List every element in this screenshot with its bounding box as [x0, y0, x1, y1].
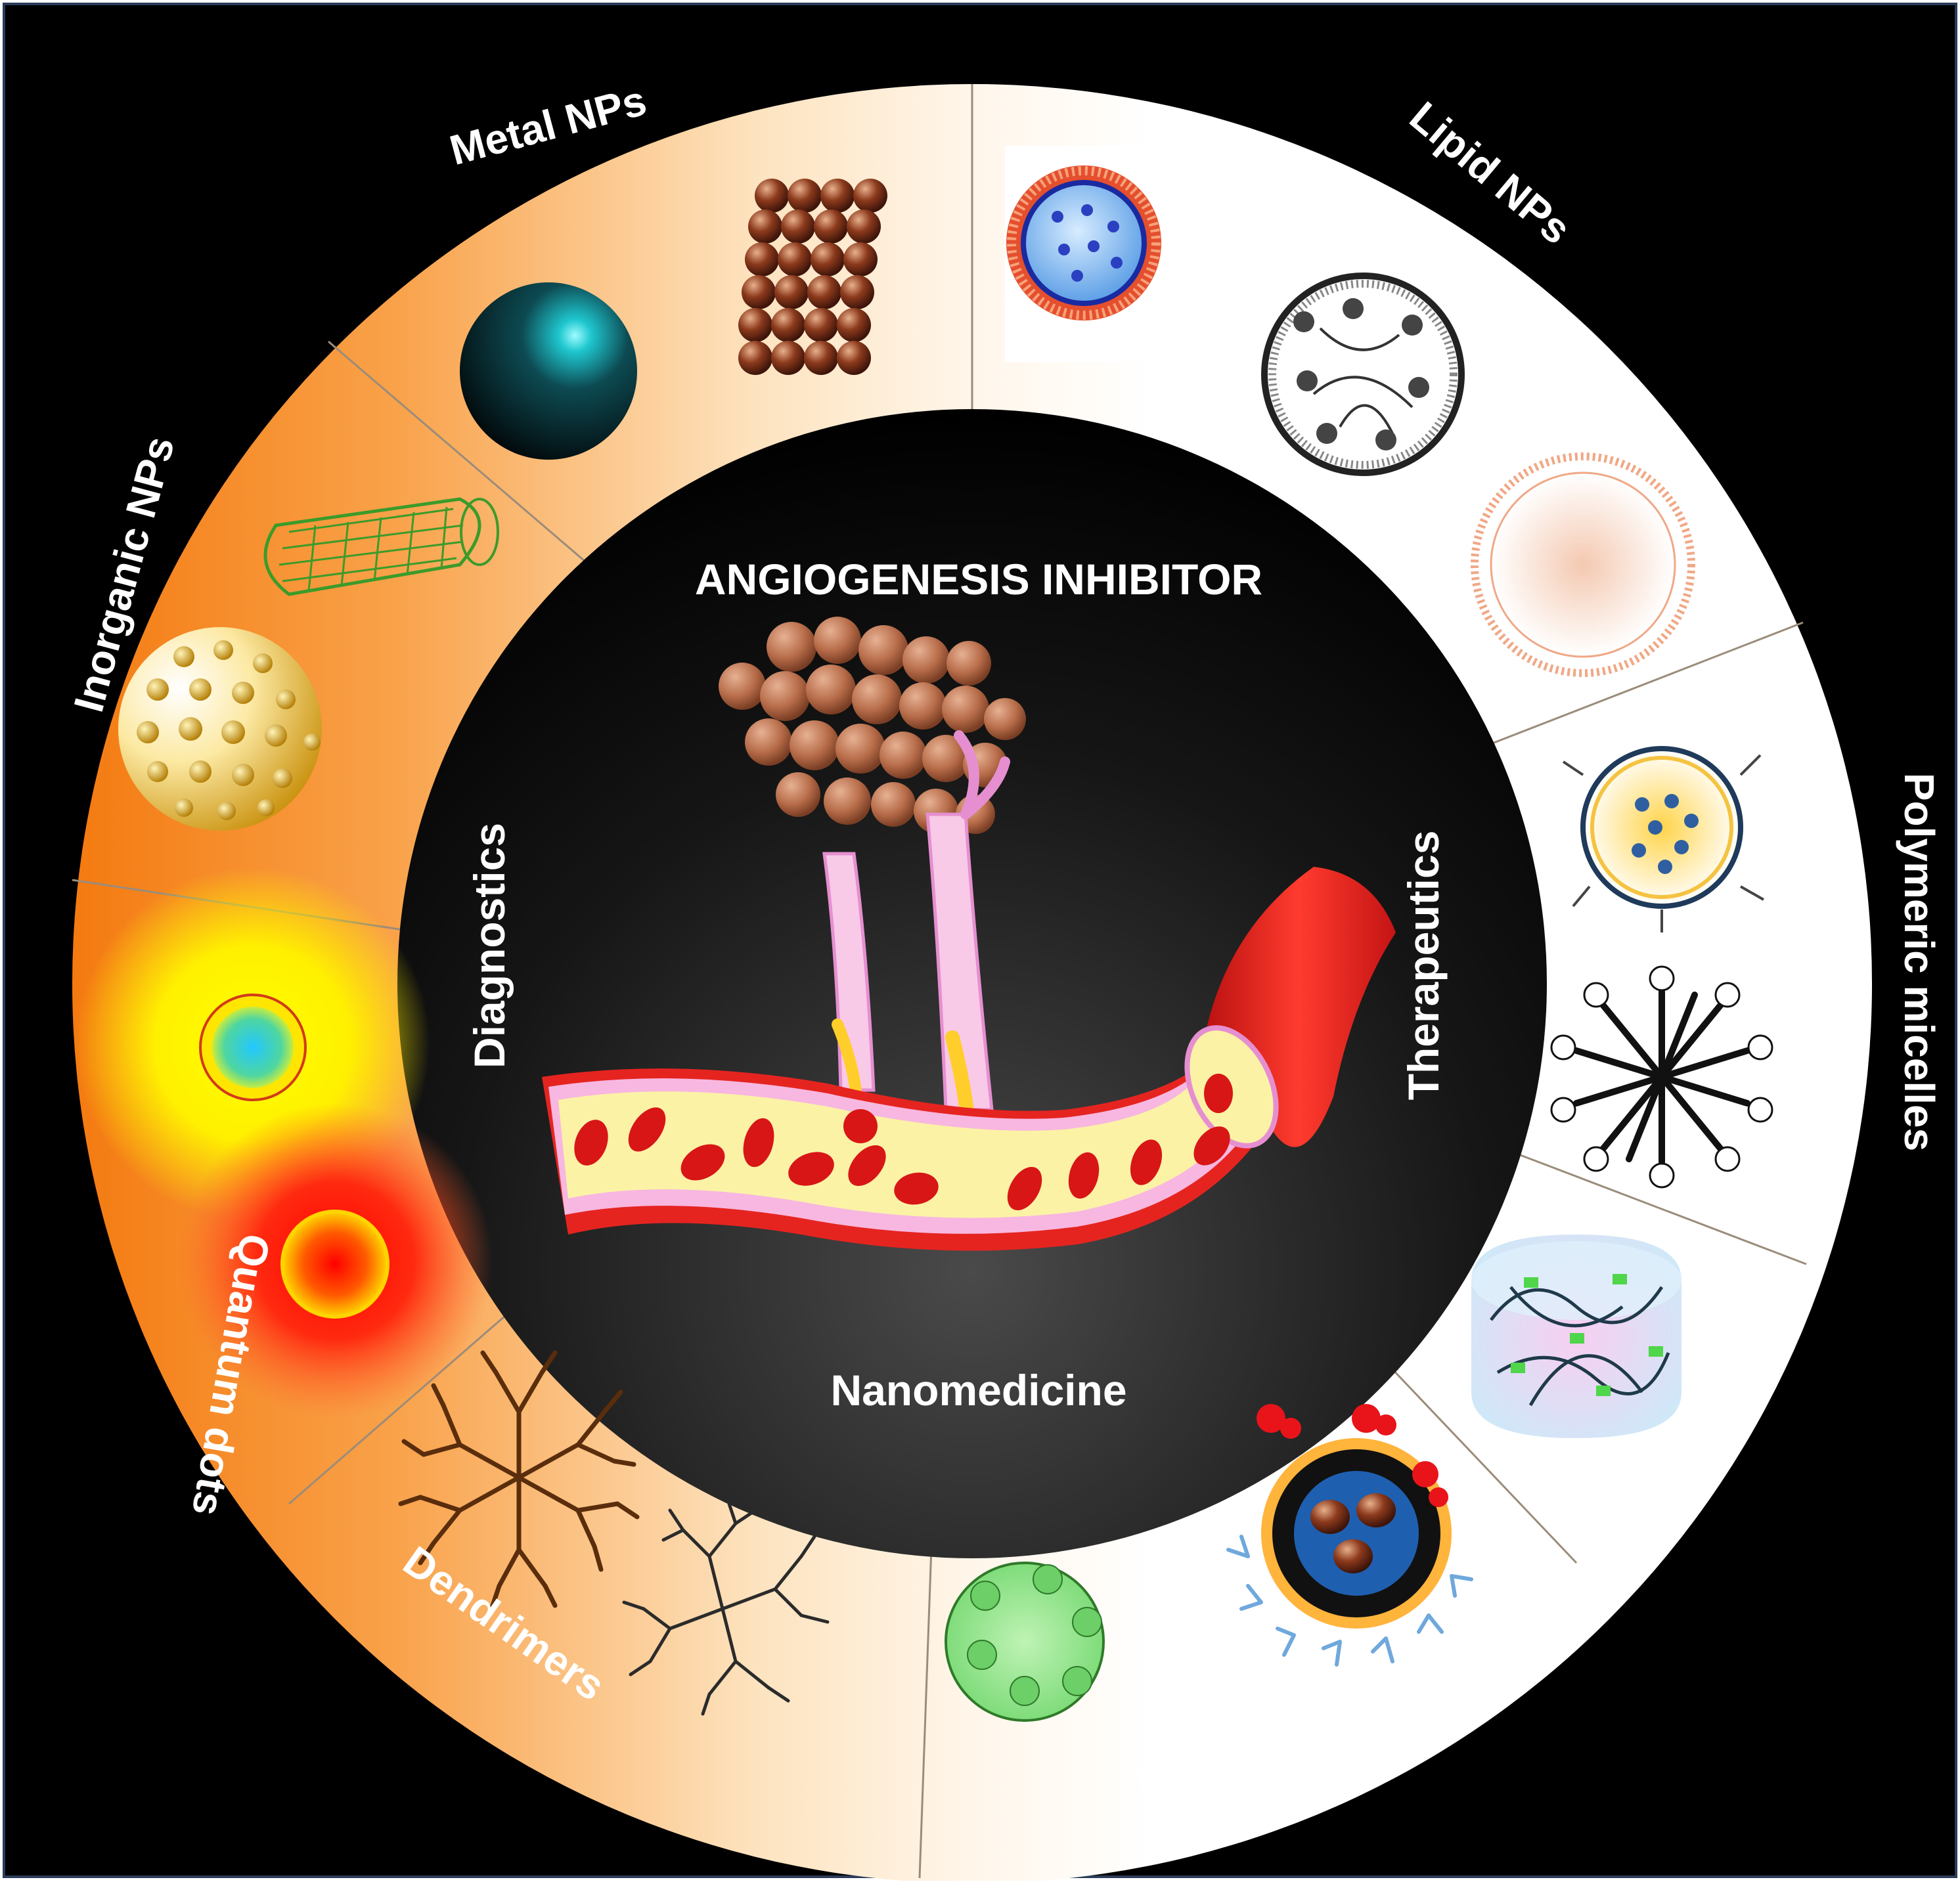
nanomedicine-label: Nanomedicine — [830, 1366, 1126, 1414]
diagnostics-label: Diagnostics — [465, 823, 514, 1068]
gold-nanosphere-with-dots — [118, 627, 322, 831]
dendrimer-round — [398, 1350, 640, 1608]
dendrimer-branched — [622, 1502, 830, 1716]
metal-nanocube-lattice — [738, 179, 887, 375]
exosome-vesicle — [945, 1562, 1105, 1722]
center-title: ANGIOGENESIS INHIBITOR — [695, 555, 1262, 603]
liposome-bilayer — [1005, 146, 1163, 362]
polymeric-micelle-loaded — [1562, 746, 1764, 932]
polymeric-micelle-core — [1550, 965, 1773, 1189]
therapeutics-label: Therapeutics — [1399, 831, 1448, 1101]
hydrogel-network — [1471, 1235, 1682, 1438]
quantum-dot-red — [177, 1103, 493, 1418]
dark-sphere-nanoparticle — [460, 282, 637, 460]
lipid-nanoparticle-core — [1261, 273, 1465, 476]
antibody-nanoparticle — [1226, 1404, 1473, 1667]
polymeric-micelles-label: Polymeric micelles — [1896, 773, 1943, 1151]
blood-vessel — [542, 867, 1396, 1251]
solid-lipid-nanoparticle — [1471, 452, 1695, 677]
carbon-nanotube — [263, 497, 499, 596]
